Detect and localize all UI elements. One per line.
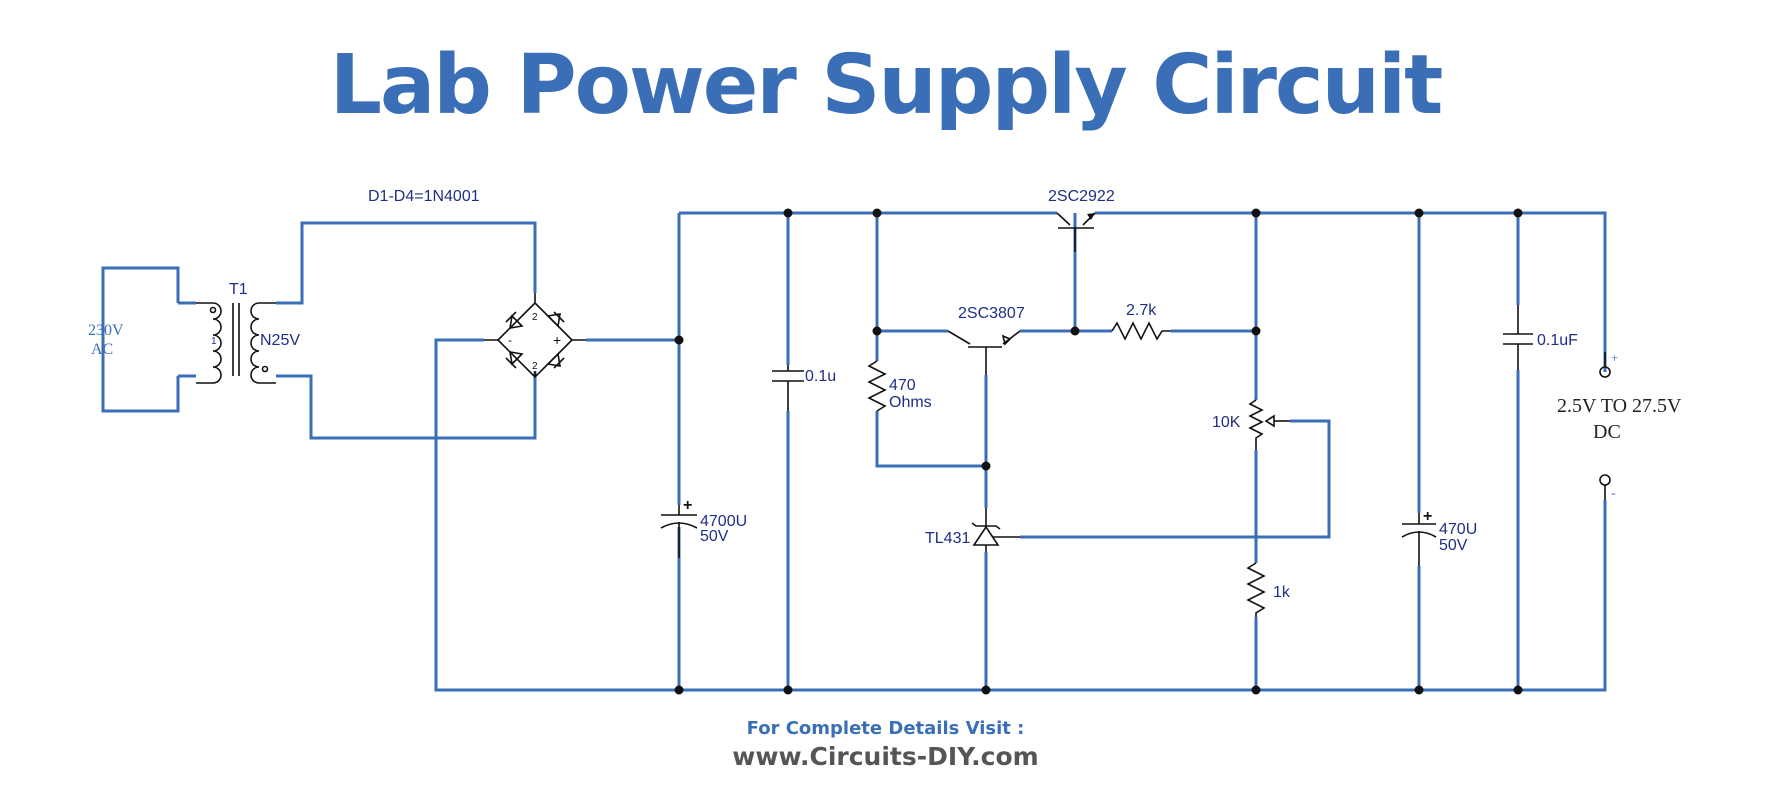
output-range-label: 2.5V TO 27.5V [1557,395,1682,417]
res-470-unit: Ohms [889,394,932,411]
transformer-label: T1 [229,281,248,298]
capacitor-0-1uf [1503,213,1533,690]
resistor-1k [1246,562,1266,617]
diagram-title: Lab Power Supply Circuit [329,38,1444,133]
potentiometer-10k [1248,399,1290,450]
q-driver-label: 2SC3807 [958,305,1025,322]
output-plus-label: + [1611,350,1618,365]
bridge-pin-bottom: 2 [532,361,538,372]
resistor-2-7k [1111,321,1256,341]
tl431-label: TL431 [925,530,970,547]
secondary-wiring [276,221,537,440]
bridge-rectifier [484,293,586,379]
pot-10k-label: 10K [1212,414,1241,431]
cap-0-1u-label: 0.1u [805,368,836,385]
resistor-470 [867,360,887,412]
capacitor-4700u [660,505,698,558]
transformer-t1 [196,302,276,384]
bridge-minus-label: - [508,333,512,347]
main-rails [434,211,1607,692]
output-type-label: DC [1593,421,1621,443]
ac-input-wiring [101,266,196,413]
input-voltage-label: 230V [88,322,124,339]
cap-470-plus: + [1423,508,1432,525]
transformer-secondary-label: N25V [260,332,300,349]
cap-470-value: 470U [1439,521,1477,538]
capacitor-470u [1401,213,1437,690]
junction-dots [674,208,1523,695]
transistor-2sc3807 [947,330,1021,375]
driver-stage-wiring [875,213,1112,690]
transistor-2sc2922 [1056,212,1096,252]
diodes-label: D1-D4=1N4001 [368,188,480,205]
res-470-value: 470 [889,377,916,394]
cap-4700-value: 4700U [700,513,747,530]
res-2k7-label: 2.7k [1126,302,1157,319]
cap-4700-plus: + [683,497,692,514]
bridge-plus-label: + [553,332,561,348]
bridge-pin-top: 2 [532,312,538,323]
transformer-pin-label: 1 [211,336,217,347]
cap-0-1uf-label: 0.1uF [1537,332,1578,349]
res-1k-label: 1k [1273,584,1291,601]
cap-4700-voltage: 50V [700,528,729,545]
output-terminals [1599,352,1611,690]
input-type-label: AC [91,341,113,358]
cap-470-voltage: 50V [1439,537,1468,554]
footer-visit-text: For Complete Details Visit : [746,718,1025,739]
output-minus-label: - [1611,486,1616,501]
tl431-shunt [971,419,1331,552]
capacitor-0-1u [772,213,804,690]
q-pass-label: 2SC2922 [1048,188,1115,205]
footer-url-link[interactable]: www.Circuits-DIY.com [732,742,1039,771]
